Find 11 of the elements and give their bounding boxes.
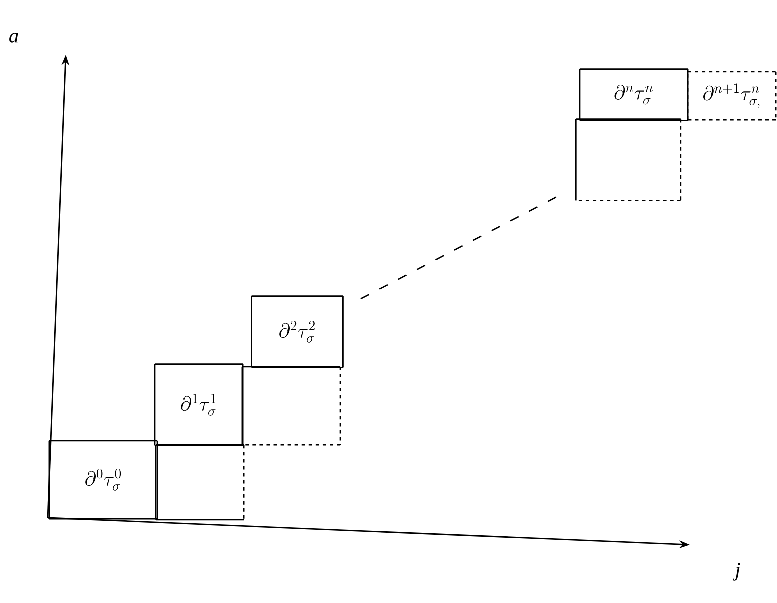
term-box: $\partial^0\tau^0_\sigma$: [48, 440, 158, 520]
axis-label: j: [733, 563, 740, 581]
term-box: $\partial^{n+1}\tau^{n}_{\sigma,}$: [687, 71, 777, 121]
empty-box: [575, 118, 682, 202]
empty-box: [155, 444, 245, 521]
dashed-line: [360, 196, 559, 300]
term-box: $\partial^1\tau^1_\sigma$: [154, 364, 244, 446]
term-box: $\partial^n\tau^n_\sigma$: [579, 68, 689, 122]
axis-label: a: [10, 33, 18, 43]
term-box: $\partial^2\tau^2_\sigma$: [251, 296, 344, 368]
empty-box: [242, 366, 342, 446]
